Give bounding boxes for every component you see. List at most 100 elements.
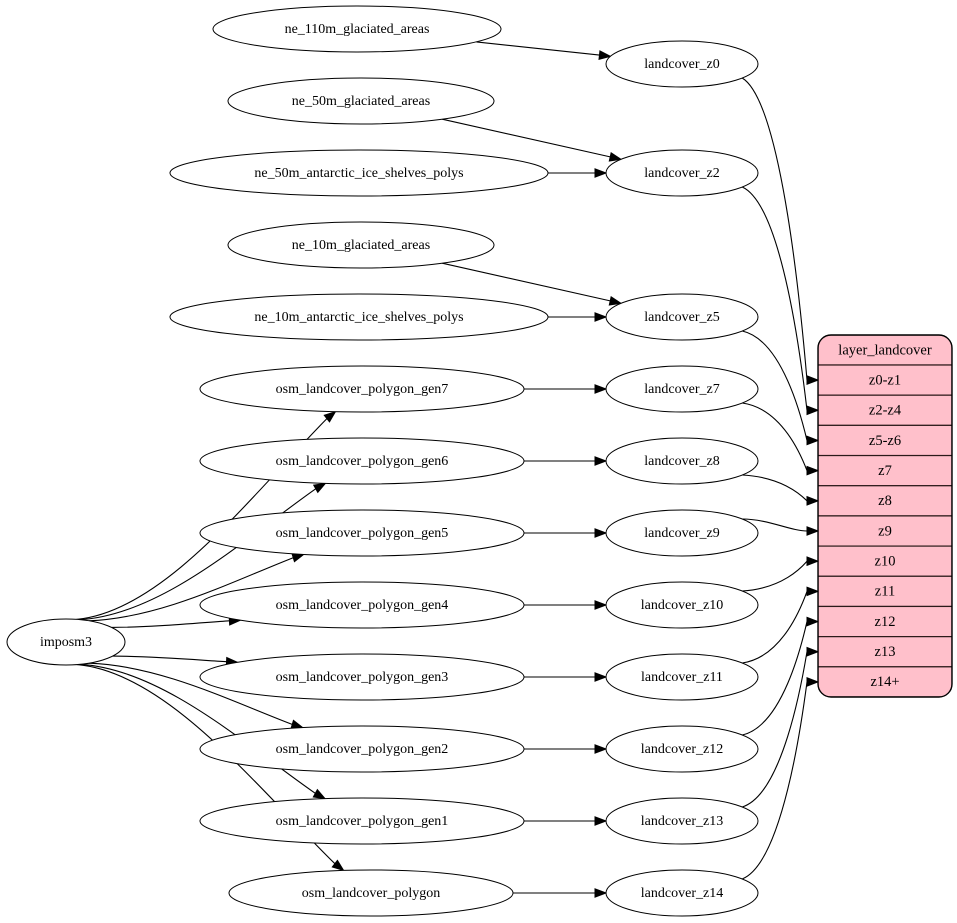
node-landcover_z14[interactable]: landcover_z14 — [605, 869, 759, 917]
node-ellipse[interactable] — [199, 581, 525, 629]
node-label: landcover_z2 — [644, 166, 719, 181]
arrowhead-table-port-1 — [806, 405, 820, 416]
node-ne_50m_glaciated_areas[interactable]: ne_50m_glaciated_areas — [227, 77, 495, 125]
node-label: osm_landcover_polygon_gen6 — [276, 454, 449, 469]
node-ellipse[interactable] — [212, 5, 502, 53]
node-ellipse[interactable] — [169, 149, 549, 197]
edge-landcover_z8-to-table — [742, 474, 808, 502]
table-row-label: z7 — [878, 463, 892, 479]
node-label: landcover_z5 — [644, 310, 719, 325]
node-label: landcover_z13 — [641, 814, 723, 829]
table-row[interactable] — [818, 364, 952, 396]
arrowhead-osm_landcover_polygon_gen7 — [323, 410, 337, 423]
node-ellipse[interactable] — [605, 653, 759, 701]
node-landcover_z9[interactable]: landcover_z9 — [605, 509, 759, 557]
node-osm_landcover_polygon_gen2[interactable]: osm_landcover_polygon_gen2 — [199, 725, 525, 773]
edge-landcover_z7-to-table — [742, 402, 808, 471]
node-ellipse[interactable] — [227, 221, 495, 269]
arrowhead-landcover_z5 — [594, 312, 608, 322]
node-ellipse[interactable] — [605, 293, 759, 341]
node-landcover_z8[interactable]: landcover_z8 — [605, 437, 759, 485]
arrowhead-landcover_z2 — [594, 168, 608, 178]
edge-landcover_z0-to-table — [741, 77, 808, 381]
edge-landcover_z5-to-table — [742, 330, 808, 441]
edge-landcover_z2-to-table — [741, 186, 808, 411]
node-ellipse[interactable] — [199, 797, 525, 845]
node-ellipse[interactable] — [605, 797, 759, 845]
node-label: ne_50m_glaciated_areas — [292, 94, 430, 109]
node-label: osm_landcover_polygon_gen1 — [276, 814, 449, 829]
node-landcover_z13[interactable]: landcover_z13 — [605, 797, 759, 845]
edge-imposm3-to-osm_landcover_polygon_gen2 — [88, 662, 293, 725]
node-ellipse[interactable] — [605, 581, 759, 629]
arrowhead-table-port-2 — [806, 435, 820, 446]
node-label: landcover_z8 — [644, 454, 719, 469]
node-ellipse[interactable] — [228, 869, 514, 917]
arrowhead-landcover_z7 — [594, 384, 608, 394]
arrowhead-osm_landcover_polygon_gen1 — [312, 788, 327, 800]
node-osm_landcover_polygon_gen4[interactable]: osm_landcover_polygon_gen4 — [199, 581, 525, 629]
node-ellipse[interactable] — [6, 618, 126, 666]
arrowhead-landcover_z13 — [594, 816, 608, 826]
node-landcover_z12[interactable]: landcover_z12 — [605, 725, 759, 773]
table-row-label: z9 — [878, 523, 892, 539]
node-ne_10m_antarctic_ice_shelves_polys[interactable]: ne_10m_antarctic_ice_shelves_polys — [169, 293, 549, 341]
node-ellipse[interactable] — [199, 653, 525, 701]
node-landcover_z10[interactable]: landcover_z10 — [605, 581, 759, 629]
node-ellipse[interactable] — [605, 869, 759, 917]
node-ne_110m_glaciated_areas[interactable]: ne_110m_glaciated_areas — [212, 5, 502, 53]
node-label: osm_landcover_polygon_gen5 — [276, 526, 449, 541]
edge-landcover_z10-to-table — [742, 560, 808, 592]
node-ellipse[interactable] — [199, 725, 525, 773]
layer-landcover-table[interactable]: layer_landcoverz0-z1z2-z4z5-z6z7z8z9z10z… — [817, 334, 953, 698]
node-imposm3[interactable]: imposm3 — [6, 618, 126, 666]
table-row[interactable] — [818, 545, 952, 577]
arrowhead-landcover_z0 — [598, 50, 612, 60]
arrowhead-landcover_z14 — [594, 888, 608, 898]
node-osm_landcover_polygon_gen3[interactable]: osm_landcover_polygon_gen3 — [199, 653, 525, 701]
node-ellipse[interactable] — [199, 365, 525, 413]
node-ellipse[interactable] — [605, 509, 759, 557]
table-row-label: z13 — [875, 644, 896, 660]
node-ellipse[interactable] — [227, 77, 495, 125]
arrowhead-table-port-0 — [806, 375, 820, 386]
node-ne_50m_antarctic_ice_shelves_polys[interactable]: ne_50m_antarctic_ice_shelves_polys — [169, 149, 549, 197]
table-row[interactable] — [818, 666, 952, 697]
edge-imposm3-to-osm_landcover_polygon_gen1 — [80, 663, 316, 794]
node-label: landcover_z11 — [641, 670, 723, 685]
table-row-label: z5-z6 — [869, 433, 901, 449]
node-osm_landcover_polygon[interactable]: osm_landcover_polygon — [228, 869, 514, 917]
table-row[interactable] — [818, 605, 952, 638]
arrowhead-osm_landcover_polygon_gen6 — [312, 482, 327, 494]
node-ellipse[interactable] — [199, 437, 525, 485]
node-osm_landcover_polygon_gen5[interactable]: osm_landcover_polygon_gen5 — [199, 509, 525, 557]
node-ellipse[interactable] — [605, 149, 759, 197]
node-landcover_z11[interactable]: landcover_z11 — [605, 653, 759, 701]
nodes-layer: imposm3 ne_110m_glaciated_areas ne_50m_gla… — [6, 5, 759, 917]
node-osm_landcover_polygon_gen1[interactable]: osm_landcover_polygon_gen1 — [199, 797, 525, 845]
node-label: ne_10m_antarctic_ice_shelves_polys — [254, 310, 463, 325]
node-ellipse[interactable] — [605, 437, 759, 485]
node-ellipse[interactable] — [169, 293, 549, 341]
node-label: landcover_z7 — [644, 382, 719, 397]
node-ellipse[interactable] — [199, 509, 525, 557]
node-ellipse[interactable] — [605, 725, 759, 773]
node-osm_landcover_polygon_gen6[interactable]: osm_landcover_polygon_gen6 — [199, 437, 525, 485]
node-label: ne_50m_antarctic_ice_shelves_polys — [254, 166, 463, 181]
node-ellipse[interactable] — [605, 365, 759, 413]
table-header-label: layer_landcover — [838, 342, 932, 358]
node-ellipse[interactable] — [605, 40, 759, 88]
edge-landcover_z11-to-table — [742, 591, 808, 664]
node-landcover_z7[interactable]: landcover_z7 — [605, 365, 759, 413]
table-row[interactable] — [818, 394, 952, 426]
table-row-label: z2-z4 — [869, 403, 902, 419]
node-ne_10m_glaciated_areas[interactable]: ne_10m_glaciated_areas — [227, 221, 495, 269]
node-osm_landcover_polygon_gen7[interactable]: osm_landcover_polygon_gen7 — [199, 365, 525, 413]
node-landcover_z5[interactable]: landcover_z5 — [605, 293, 759, 341]
table-row[interactable] — [818, 485, 952, 517]
arrowhead-landcover_z10 — [594, 600, 608, 610]
node-landcover_z2[interactable]: landcover_z2 — [605, 149, 759, 197]
node-landcover_z0[interactable]: landcover_z0 — [605, 40, 759, 88]
arrowhead-landcover_z8 — [594, 456, 608, 466]
